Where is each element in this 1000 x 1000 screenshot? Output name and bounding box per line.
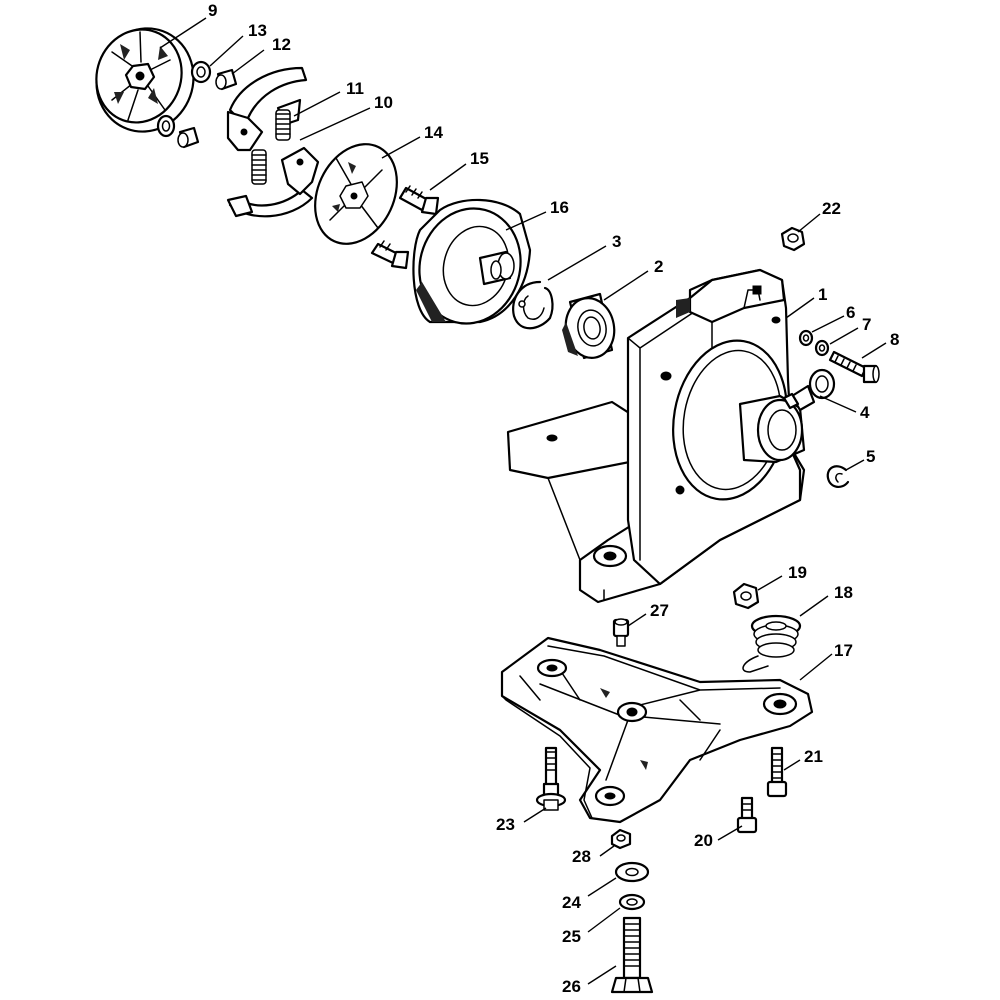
callout-9: 9 (208, 1, 217, 20)
callout-21: 21 (804, 747, 823, 766)
part-1-housing (506, 268, 806, 604)
part-17-base-plate (500, 636, 814, 824)
part-13-washer (156, 60, 212, 138)
callout-4: 4 (860, 403, 870, 422)
part-3-circlip (512, 280, 554, 330)
part-21-screw (766, 746, 788, 798)
callout-1: 1 (818, 285, 827, 304)
callout-22: 22 (822, 199, 841, 218)
part-20-screw (736, 796, 758, 834)
callout-6: 6 (846, 303, 855, 322)
part-6-washer (798, 329, 814, 347)
part-25-lock-washer (618, 893, 646, 911)
callout-5: 5 (866, 447, 875, 466)
part-7-lock-washer (814, 339, 830, 357)
part-18-spring (742, 614, 802, 673)
part-14-plate (314, 143, 398, 245)
callout-26: 26 (562, 977, 581, 996)
callout-15: 15 (470, 149, 489, 168)
callout-19: 19 (788, 563, 807, 582)
callout-labels: 9 13 12 11 10 14 15 16 3 2 22 1 6 7 8 4 … (208, 1, 899, 996)
part-23-bolt (535, 746, 567, 811)
callout-24: 24 (562, 893, 581, 912)
callout-16: 16 (550, 198, 569, 217)
part-27-screw (612, 618, 630, 647)
callout-13: 13 (248, 21, 267, 40)
part-12-sleeve (177, 68, 238, 149)
part-4-grease-nipple (782, 368, 836, 412)
part-16-clutch-drum (412, 198, 532, 325)
callout-17: 17 (834, 641, 853, 660)
part-26-hex-bolt (610, 916, 654, 994)
part-5-circlip (826, 465, 850, 488)
callout-10: 10 (374, 93, 393, 112)
callout-23: 23 (496, 815, 515, 834)
part-28-nut (610, 828, 632, 850)
leader-lines (159, 17, 887, 985)
callout-2: 2 (654, 257, 663, 276)
part-9-carrier-disc (95, 27, 195, 133)
callout-8: 8 (890, 330, 899, 349)
callout-18: 18 (834, 583, 853, 602)
part-8-screw (828, 350, 880, 384)
part-11-springs (251, 109, 291, 185)
callout-7: 7 (862, 315, 871, 334)
callout-11: 11 (346, 79, 364, 98)
callout-28: 28 (572, 847, 591, 866)
callout-27: 27 (650, 601, 669, 620)
part-2-bearing (562, 292, 616, 360)
callout-25: 25 (562, 927, 581, 946)
callout-14: 14 (424, 123, 443, 142)
part-24-washer (614, 861, 650, 883)
callout-3: 3 (612, 232, 621, 251)
callout-20: 20 (694, 831, 713, 850)
part-19-nut (732, 582, 760, 610)
part-22-nut (780, 226, 806, 252)
part-10-clutch-shoes (226, 66, 320, 218)
callout-12: 12 (272, 35, 291, 54)
part-15-screws (370, 185, 440, 270)
